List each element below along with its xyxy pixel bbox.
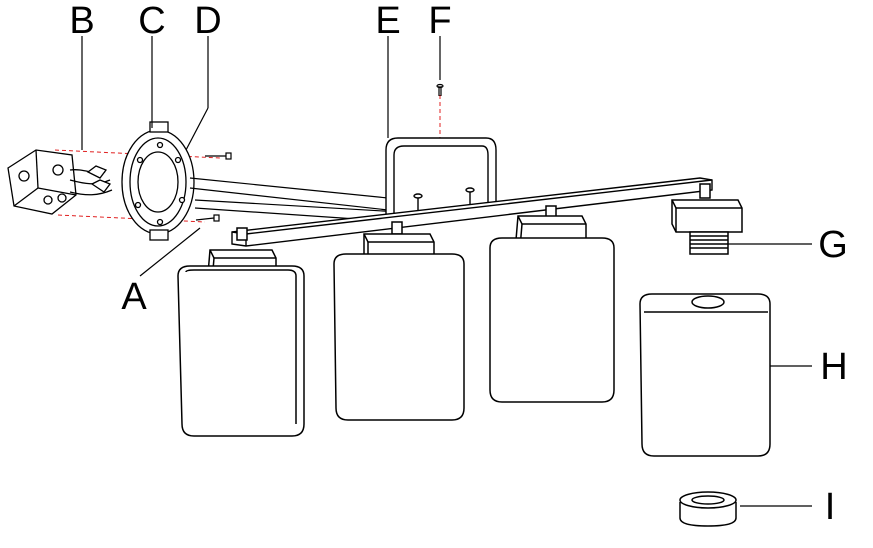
- canopy-bracket: [385, 137, 497, 214]
- socket-g: [671, 183, 743, 255]
- label-i: I: [824, 486, 836, 528]
- light-fixtures: [177, 183, 771, 527]
- fixture-1: [177, 227, 305, 437]
- label-c: C: [138, 0, 166, 42]
- label-e: E: [375, 0, 401, 42]
- label-g: G: [818, 224, 848, 266]
- junction-box: [7, 149, 113, 215]
- shade-h: [639, 293, 771, 457]
- label-a: A: [121, 276, 147, 318]
- support-arms: [189, 177, 401, 223]
- label-h: H: [820, 346, 848, 388]
- label-b: B: [69, 0, 95, 42]
- label-f: F: [428, 0, 452, 42]
- fixture-2: [333, 221, 465, 421]
- leader-lines: [81, 36, 812, 507]
- mounting-bar: [231, 177, 713, 247]
- ring-i: [679, 491, 737, 527]
- mounting-strap: [121, 121, 195, 241]
- screw-f: [436, 83, 444, 96]
- fixture-3: [489, 205, 615, 403]
- label-d: D: [194, 0, 222, 42]
- mounting-screws: [195, 152, 232, 222]
